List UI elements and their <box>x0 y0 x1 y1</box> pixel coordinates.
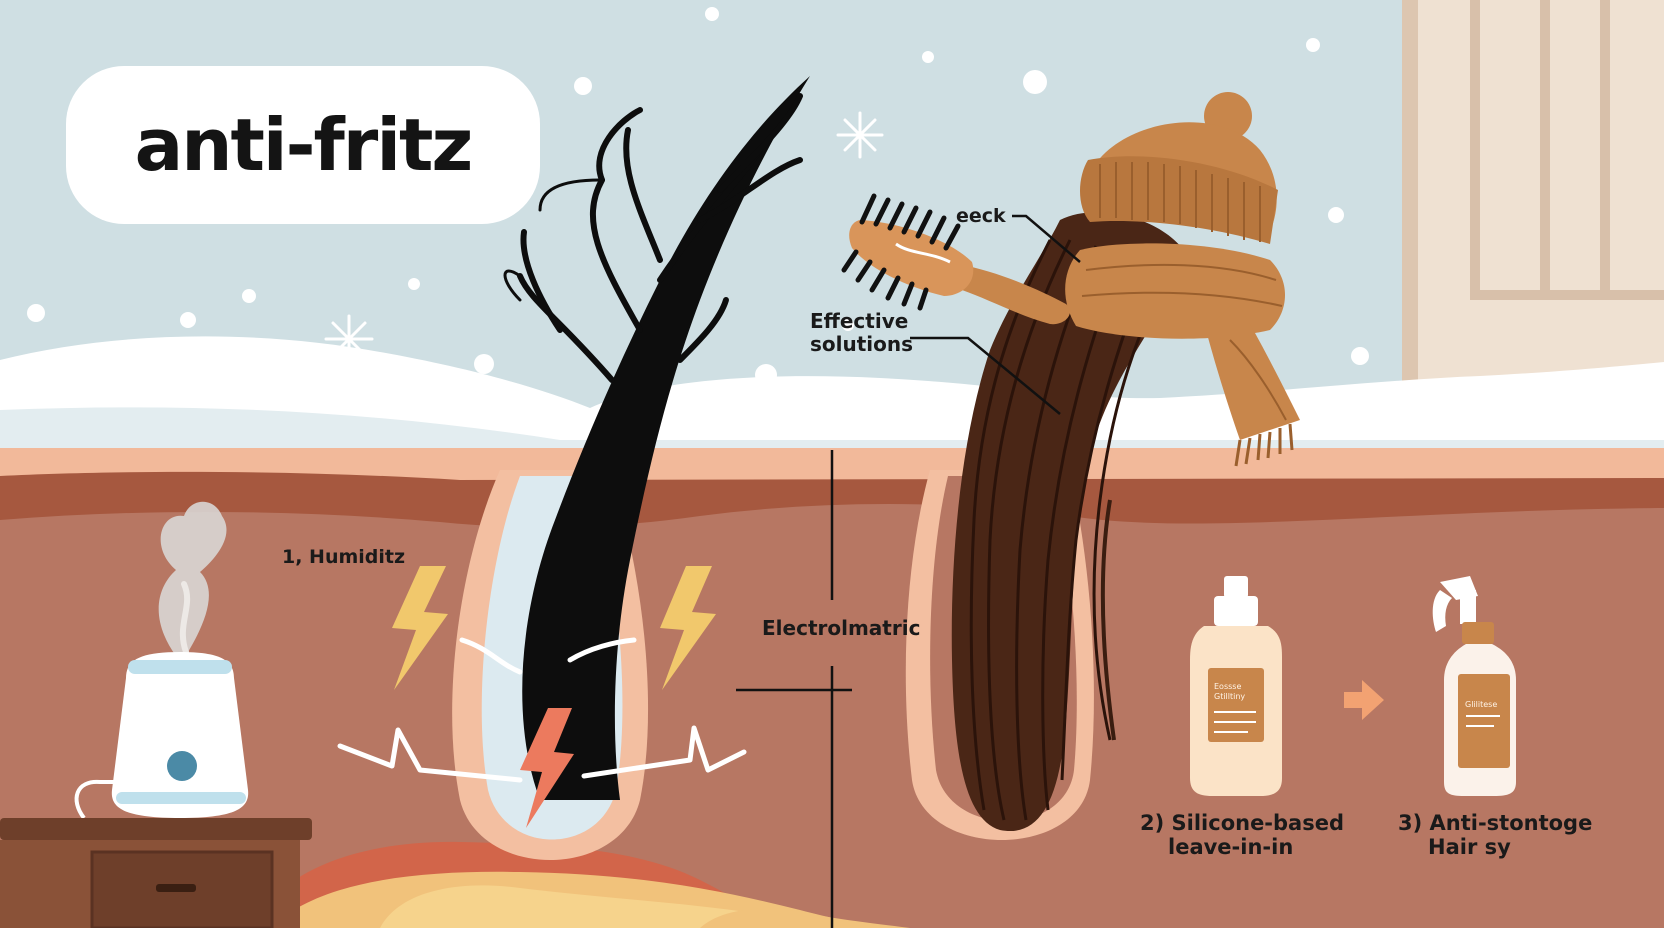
effective-solutions-label: Effective solutions <box>810 310 913 356</box>
frizzy-hair-strand <box>503 76 810 800</box>
humidity-label: 1, Humiditz <box>282 546 406 568</box>
snowflake-icon <box>836 111 884 159</box>
window-frame <box>1402 0 1664 400</box>
step2-line-2: leave-in-in <box>1168 835 1294 860</box>
humidifier-icon <box>74 501 249 820</box>
bottle2-label: Glilitese <box>1465 700 1498 709</box>
label-pointer-lines <box>736 214 1081 928</box>
hair-brush-icon <box>841 193 1071 325</box>
bedside-cabinet <box>0 818 312 928</box>
arrow-right-icon <box>1344 680 1384 720</box>
step2-line-1: 2) Silicone-based <box>1140 811 1345 835</box>
page-title: anti-fritz <box>134 103 474 187</box>
effective-solutions-line-1: Effective <box>810 309 909 333</box>
knit-hat-icon <box>1080 92 1278 244</box>
static-lines <box>337 637 747 783</box>
eeck-label: eeck <box>956 205 1006 227</box>
lightning-bolt-icon <box>520 708 574 828</box>
spray-bottle-icon <box>1432 576 1516 796</box>
scarf-icon <box>1065 243 1300 467</box>
step3-line-1: 3) Anti-stontoge <box>1398 811 1593 835</box>
step3-line-2: Hair sy <box>1428 835 1511 860</box>
lightning-bolt-icon <box>660 566 716 690</box>
step3-label: 3) Anti-stontoge Hair sy <box>1398 811 1592 859</box>
electro-label: Electrolmatric <box>762 616 921 640</box>
bottle1-label: Eossse Gtilltiny <box>1214 682 1245 701</box>
effective-solutions-line-2: solutions <box>810 332 914 356</box>
bottle1-label-line-2: Gtilltiny <box>1214 691 1246 701</box>
bottle1-label-line-1: Eossse <box>1214 682 1242 691</box>
lightning-bolt-icon <box>392 566 448 690</box>
spray-bottle-icon <box>1190 576 1282 796</box>
title-badge: anti-fritz <box>66 66 540 224</box>
step2-label: 2) Silicone-based leave-in-in <box>1140 811 1344 859</box>
